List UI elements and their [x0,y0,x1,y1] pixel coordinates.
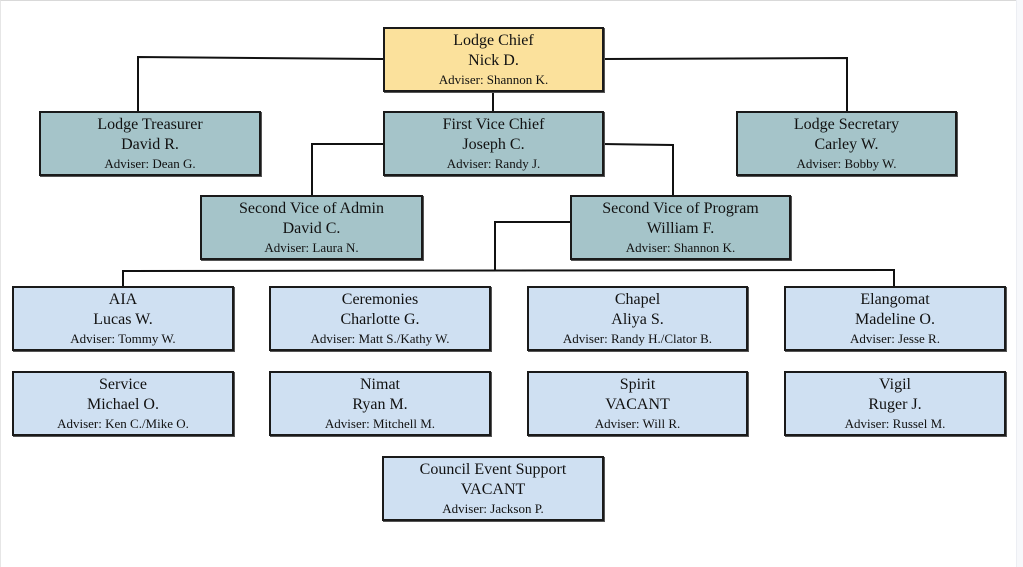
org-box-council-event-support[interactable]: Council Event Support VACANT Adviser: Ja… [382,456,604,521]
org-box-spirit[interactable]: Spirit VACANT Adviser: Will R. [527,371,748,436]
box-name: William F. [646,219,715,237]
box-name: Madeline O. [855,310,935,328]
box-name: VACANT [605,395,670,413]
box-adviser: Adviser: Mitchell M. [324,415,436,431]
box-adviser: Adviser: Randy H./Clator B. [562,330,713,346]
org-box-lodge-secretary[interactable]: Lodge Secretary Carley W. Adviser: Bobby… [736,111,957,176]
org-box-second-vice-program[interactable]: Second Vice of Program William F. Advise… [570,195,791,260]
box-adviser: Adviser: Randy J. [446,155,541,171]
box-name: Ruger J. [868,395,922,413]
org-box-second-vice-admin[interactable]: Second Vice of Admin David C. Adviser: L… [200,195,423,260]
box-title: Lodge Treasurer [97,115,203,133]
box-title: Chapel [614,290,661,308]
box-adviser: Adviser: Tommy W. [70,330,176,346]
org-box-aia[interactable]: AIA Lucas W. Adviser: Tommy W. [12,286,234,351]
box-name: Joseph C. [462,135,525,153]
box-title: Service [99,375,147,393]
box-adviser: Adviser: Laura N. [264,239,359,255]
box-title: Spirit [619,375,656,393]
box-name: Charlotte G. [340,310,420,328]
box-title: Ceremonies [341,290,419,308]
box-title: Lodge Secretary [793,115,900,133]
box-title: Second Vice of Program [602,199,759,217]
box-title: Lodge Chief [453,31,534,49]
box-name: Nick D. [468,51,519,69]
connector-firstvice-admin [311,143,383,196]
connector-chief-treasurer [137,55,384,112]
box-name: Lucas W. [93,310,153,328]
box-name: Ryan M. [352,395,408,413]
org-box-lodge-treasurer[interactable]: Lodge Treasurer David R. Adviser: Dean G… [39,111,261,176]
box-adviser: Adviser: Shannon K. [625,239,736,255]
box-adviser: Adviser: Ken C./Mike O. [57,415,189,431]
box-name: David C. [282,219,341,237]
box-adviser: Adviser: Dean G. [104,155,196,171]
box-name: David R. [121,135,179,153]
box-title: AIA [108,290,138,308]
scrollbar-track[interactable] [1016,0,1023,567]
box-adviser: Adviser: Jackson P. [442,500,544,516]
org-box-chapel[interactable]: Chapel Aliya S. Adviser: Randy H./Clator… [527,286,748,351]
org-box-lodge-chief[interactable]: Lodge Chief Nick D. Adviser: Shannon K. [383,27,604,92]
org-box-nimat[interactable]: Nimat Ryan M. Adviser: Mitchell M. [269,371,491,436]
connector-chief-secretary [602,56,848,112]
box-title: Council Event Support [419,460,567,478]
box-adviser: Adviser: Bobby W. [796,155,897,171]
box-title: Second Vice of Admin [239,199,384,217]
box-title: Elangomat [860,290,930,308]
org-box-service[interactable]: Service Michael O. Adviser: Ken C./Mike … [12,371,234,436]
box-adviser: Adviser: Shannon K. [438,71,549,87]
connector-chairs-bus [122,268,895,287]
box-adviser: Adviser: Will R. [594,415,681,431]
box-name: VACANT [460,480,526,498]
org-box-vigil[interactable]: Vigil Ruger J. Adviser: Russel M. [784,371,1006,436]
connector-program-chairs [494,221,571,270]
box-name: Michael O. [87,395,159,413]
box-title: Nimat [360,375,400,393]
org-box-first-vice-chief[interactable]: First Vice Chief Joseph C. Adviser: Rand… [383,111,604,176]
box-title: Vigil [879,375,911,393]
box-title: First Vice Chief [442,115,545,133]
box-name: Aliya S. [611,310,664,328]
box-name: Carley W. [814,135,879,153]
connector-firstvice-program [602,143,674,196]
box-adviser: Adviser: Jesse R. [850,330,940,346]
box-adviser: Adviser: Russel M. [844,415,946,431]
org-box-ceremonies[interactable]: Ceremonies Charlotte G. Adviser: Matt S.… [269,286,491,351]
org-box-elangomat[interactable]: Elangomat Madeline O. Adviser: Jesse R. [784,286,1006,351]
box-adviser: Adviser: Matt S./Kathy W. [310,330,450,346]
